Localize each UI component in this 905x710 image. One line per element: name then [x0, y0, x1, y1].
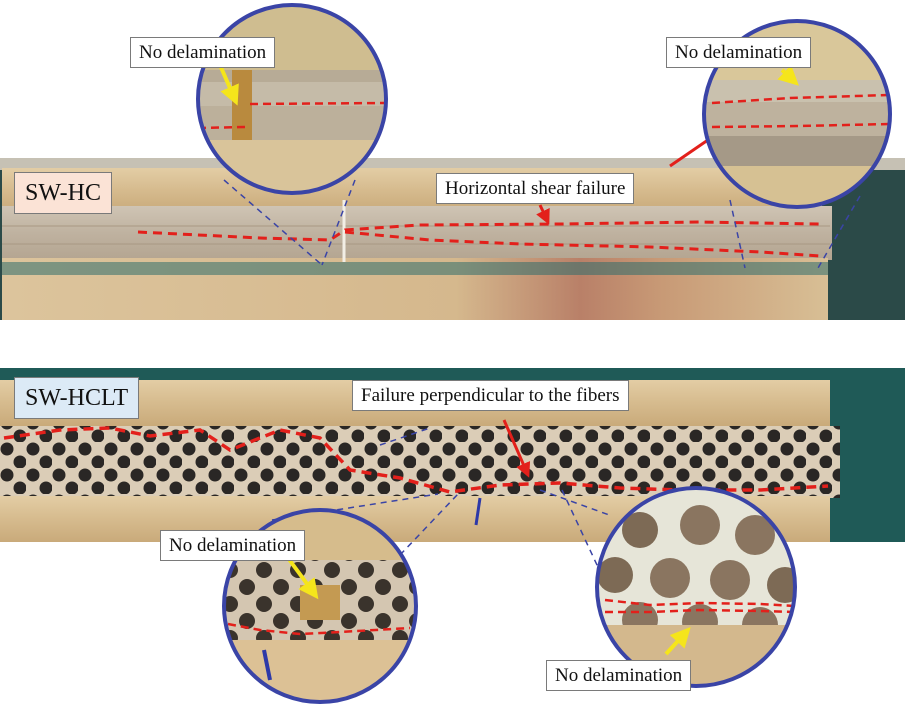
inset-bottom-right — [595, 486, 797, 688]
inset-top-left — [196, 3, 388, 195]
panel-label-bottom: SW-HCLT — [14, 377, 140, 419]
annotation-horizontal-shear: Horizontal shear failure — [436, 173, 635, 204]
top-crack-line-lower — [344, 230, 821, 258]
panel-label-top: SW-HC — [14, 172, 113, 214]
inset-label-top-left: No delamination — [130, 37, 276, 68]
inset-label-bottom-right: No delamination — [546, 660, 692, 691]
top-crack-line-upper — [137, 220, 821, 242]
bottom-crack-line — [3, 426, 829, 494]
inset-label-top-right: No delamination — [666, 37, 812, 68]
inset-label-bottom-left: No delamination — [160, 530, 306, 561]
annotation-failure-perpendicular: Failure perpendicular to the fibers — [352, 380, 629, 411]
